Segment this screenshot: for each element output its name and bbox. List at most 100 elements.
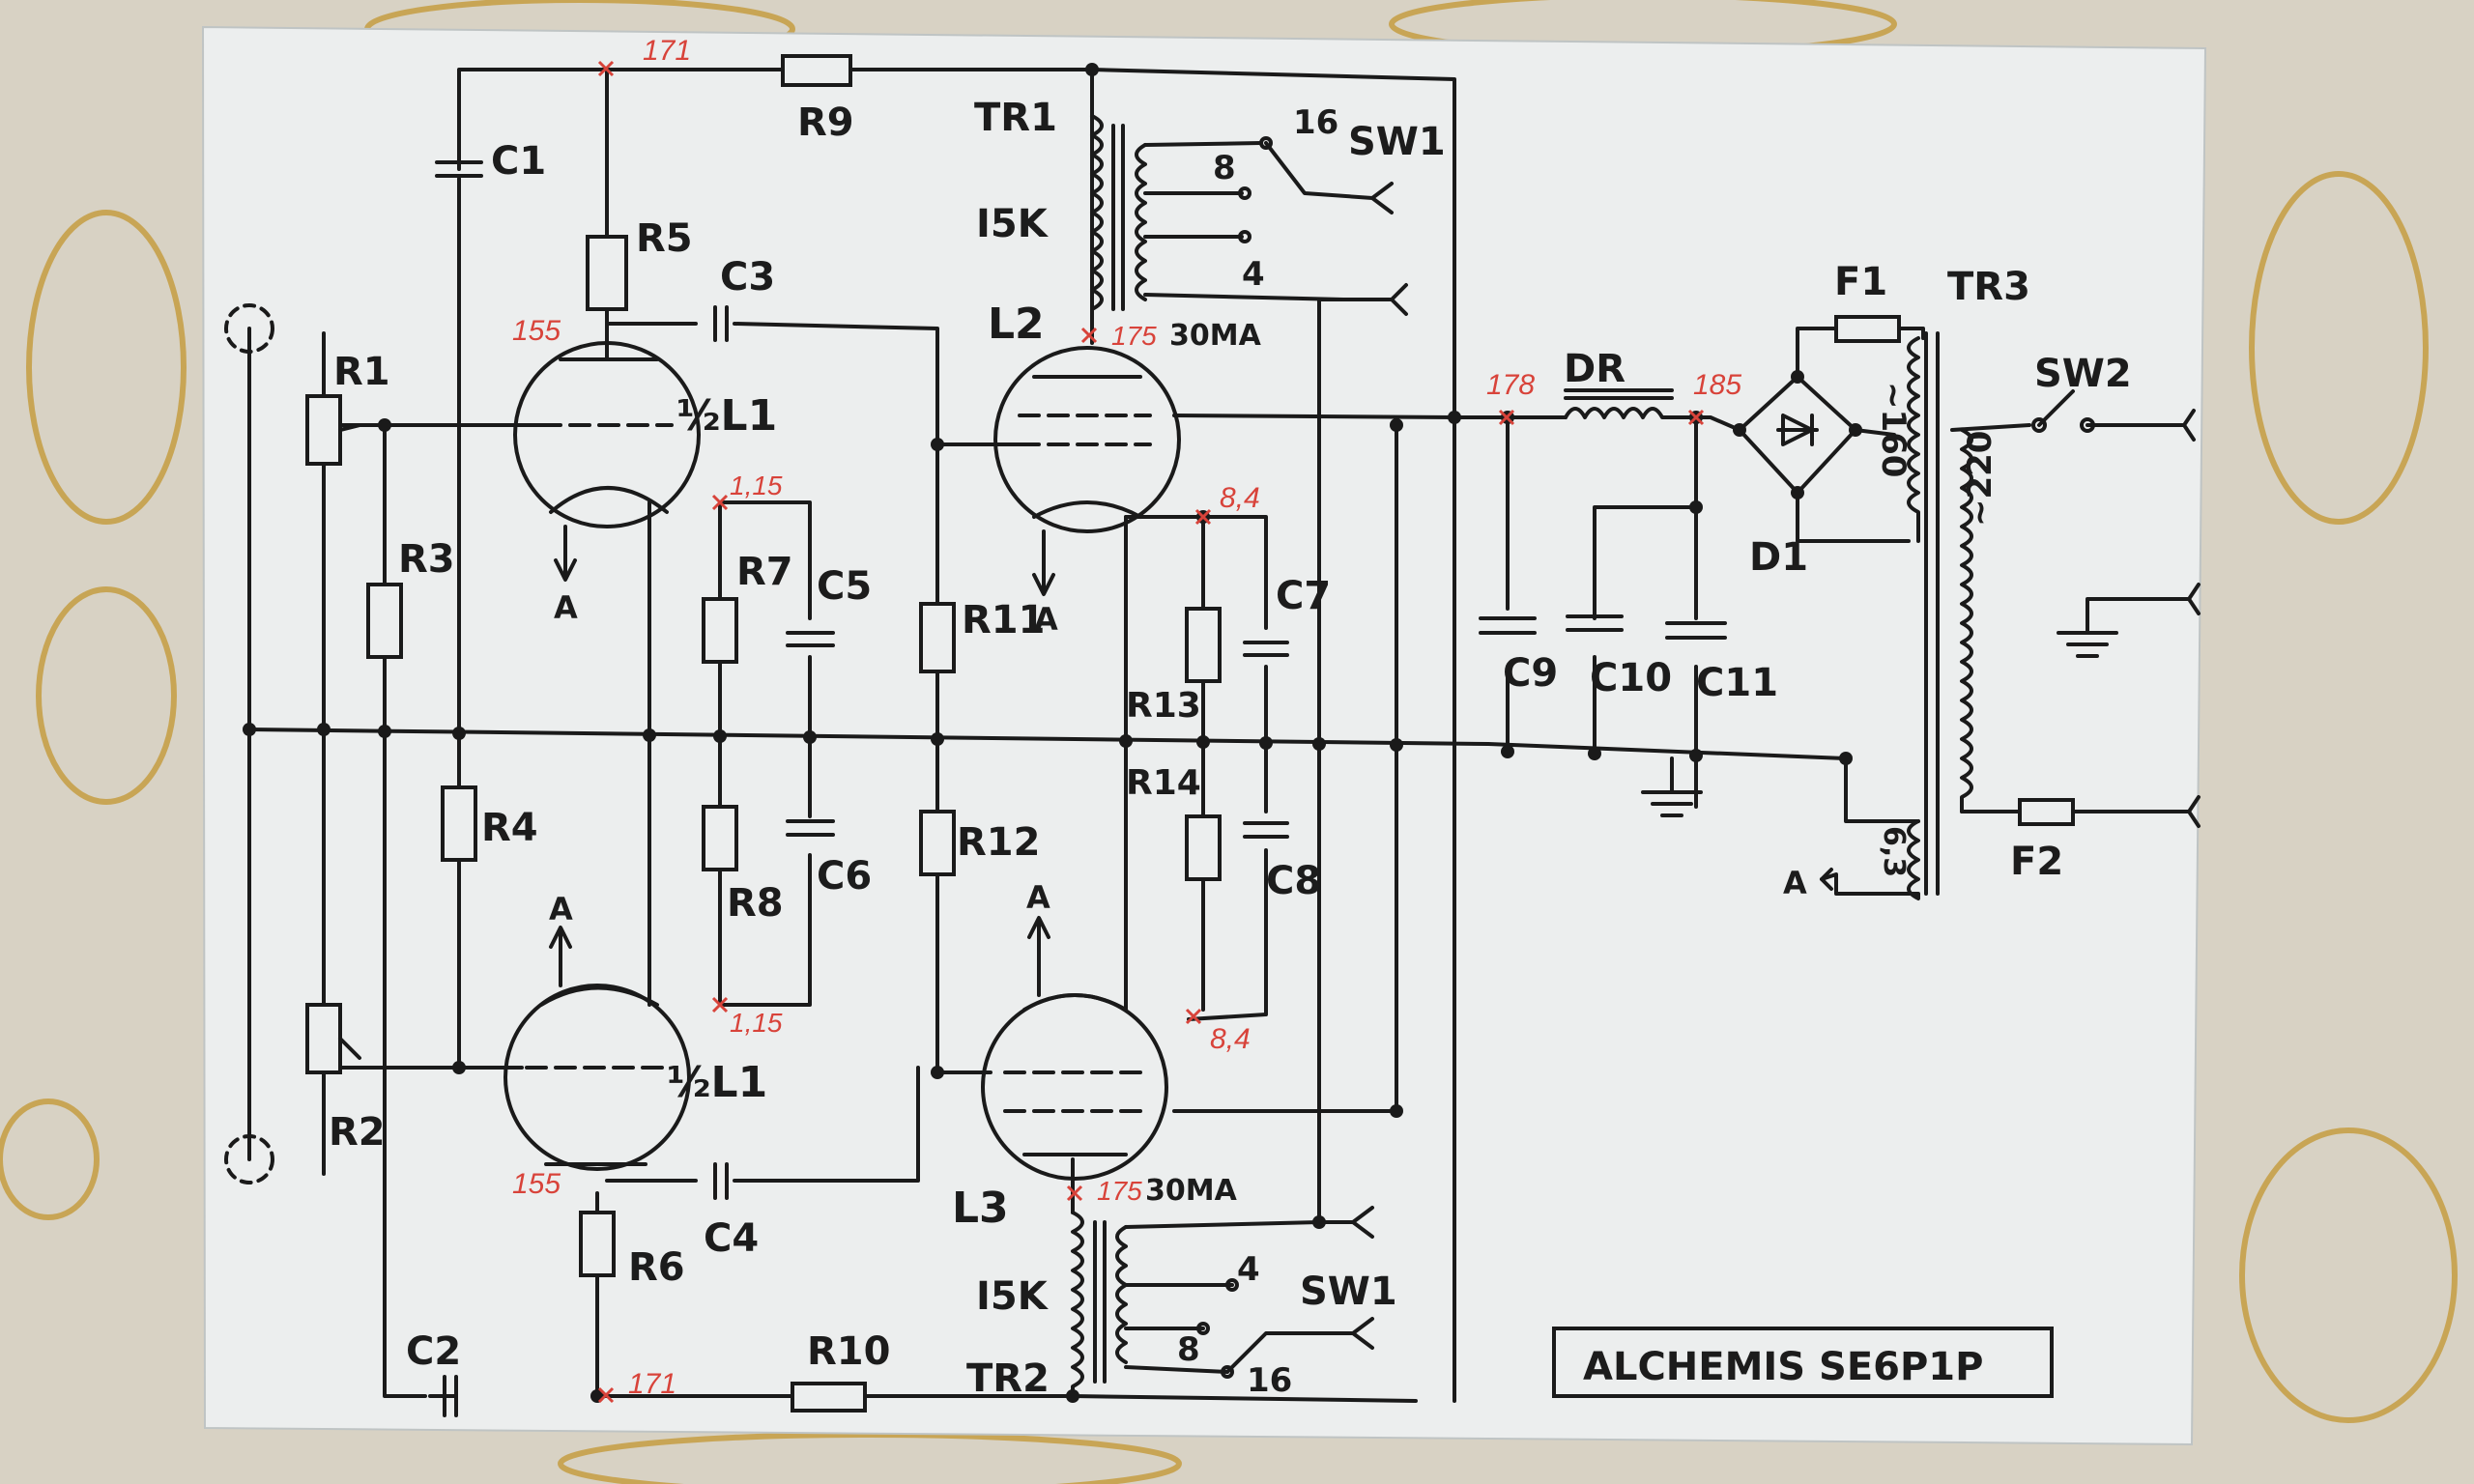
label-c6: C6 xyxy=(817,854,872,899)
fuse-f1 xyxy=(1834,315,1901,343)
tr3-primary: ~220 xyxy=(1961,431,1999,527)
choke-dr xyxy=(1564,388,1674,419)
heater-a-1: A xyxy=(554,589,578,626)
capacitors xyxy=(435,160,1727,1417)
voltage-171-top: 171 xyxy=(643,35,691,67)
label-c3: C3 xyxy=(720,255,775,300)
tr2-impedance: I5K xyxy=(976,1274,1050,1319)
label-sw1-bottom: SW1 xyxy=(1300,1270,1397,1314)
label-r7: R7 xyxy=(736,550,793,594)
input-jack-bottom[interactable] xyxy=(224,1134,274,1184)
voltage-84-top: 8,4 xyxy=(1220,482,1260,514)
tr3-heater: 6,3 xyxy=(1877,826,1911,877)
capacitor-c4 xyxy=(713,1162,729,1200)
switch-sw1-bottom xyxy=(1196,1206,1374,1379)
resistor-r1 xyxy=(305,394,342,466)
capacitor-c11 xyxy=(1665,621,1727,640)
tr1-impedance: I5K xyxy=(976,202,1050,246)
transformer-labels: I5K I5K 16 8 4 4 8 16 ~160 ~220 6,3 30MA… xyxy=(976,103,1999,1400)
label-r14: R14 xyxy=(1126,763,1201,803)
label-l1b: ½L1 xyxy=(667,1058,767,1107)
fuse-f2 xyxy=(2018,798,2075,826)
ground-symbol-psu xyxy=(1641,756,1703,817)
label-c4: C4 xyxy=(704,1216,759,1261)
label-r4: R4 xyxy=(481,806,538,850)
tube-l1b xyxy=(503,926,691,1171)
resistor-r7 xyxy=(702,597,738,664)
current-l2: 30MA xyxy=(1169,319,1262,353)
transformer-tr3 xyxy=(1820,331,1973,900)
resistor-r13 xyxy=(1185,607,1222,683)
label-r8: R8 xyxy=(727,881,784,926)
label-r1: R1 xyxy=(333,350,390,394)
label-r9: R9 xyxy=(797,100,854,145)
ground-symbol-chassis xyxy=(2057,631,2118,658)
voltage-178: 178 xyxy=(1486,369,1535,401)
input-jack-top[interactable] xyxy=(224,303,274,354)
label-r2: R2 xyxy=(329,1110,386,1155)
label-l2: L2 xyxy=(988,300,1045,349)
label-l3: L3 xyxy=(952,1184,1009,1233)
capacitor-c5 xyxy=(786,631,835,647)
label-r12: R12 xyxy=(957,820,1040,865)
label-c10: C10 xyxy=(1590,656,1672,700)
resistor-r10 xyxy=(791,1382,867,1413)
resistor-r8 xyxy=(702,805,738,871)
label-f2: F2 xyxy=(2010,840,2063,884)
switch-sw2 xyxy=(2031,389,2201,828)
capacitor-c9 xyxy=(1479,616,1537,635)
label-tr1: TR1 xyxy=(974,96,1057,140)
resistor-r5 xyxy=(586,235,628,311)
wiring xyxy=(247,68,2191,1403)
diode-d1 xyxy=(1776,414,1819,446)
component-labels: R1 R2 R3 R4 R5 R6 R7 R8 R9 R10 R11 R12 R… xyxy=(329,96,2132,1401)
tube-l3 xyxy=(981,916,1168,1181)
tap-16-top: 16 xyxy=(1293,103,1338,142)
label-c8: C8 xyxy=(1266,859,1321,903)
capacitor-c10 xyxy=(1566,614,1624,632)
tr3-secondary: ~160 xyxy=(1874,382,1913,477)
capacitor-c7 xyxy=(1243,641,1289,657)
label-c1: C1 xyxy=(491,139,546,184)
transformer-tr1 xyxy=(1090,114,1345,330)
label-r3: R3 xyxy=(398,537,455,582)
capacitor-c3 xyxy=(713,305,729,342)
capacitor-c8 xyxy=(1243,821,1289,839)
heater-a-4: A xyxy=(1026,879,1050,916)
voltage-155-top: 155 xyxy=(512,315,561,347)
label-c5: C5 xyxy=(817,564,872,609)
label-dr: DR xyxy=(1564,347,1625,391)
tube-l1a xyxy=(513,341,701,582)
switch-sw1-top xyxy=(1238,136,1408,316)
tap-8-bottom: 8 xyxy=(1177,1330,1200,1369)
voltage-115-top: 1,15 xyxy=(730,471,783,500)
label-r10: R10 xyxy=(807,1329,890,1374)
label-l1a: ½L1 xyxy=(676,391,777,441)
label-sw2: SW2 xyxy=(2034,352,2132,396)
voltage-185: 185 xyxy=(1693,369,1741,401)
voltage-155-bottom: 155 xyxy=(512,1168,561,1200)
label-c11: C11 xyxy=(1696,661,1778,705)
label-r11: R11 xyxy=(962,598,1045,642)
tap-4-bottom: 4 xyxy=(1237,1250,1260,1289)
potentiometer-wipers xyxy=(338,423,361,1060)
label-c2: C2 xyxy=(406,1329,461,1374)
resistor-r3 xyxy=(366,583,403,659)
label-r6: R6 xyxy=(628,1245,685,1290)
title-block: ALCHEMIS SE6P1P xyxy=(1552,1327,2054,1398)
capacitor-c1 xyxy=(435,160,483,178)
heater-a-2: A xyxy=(549,891,573,928)
voltage-84-bottom: 8,4 xyxy=(1210,1023,1251,1055)
label-tr2: TR2 xyxy=(966,1356,1050,1401)
label-c9: C9 xyxy=(1503,651,1558,696)
heater-labels: A A A A A xyxy=(549,589,1807,928)
current-l3: 30MA xyxy=(1145,1174,1238,1208)
resistor-r9 xyxy=(781,54,852,87)
tap-16-bottom: 16 xyxy=(1247,1361,1292,1400)
capacitor-c6 xyxy=(786,819,835,837)
resistor-r11 xyxy=(919,602,956,673)
label-r5: R5 xyxy=(636,216,693,261)
resistor-r4 xyxy=(441,785,477,862)
voltage-171-bottom: 171 xyxy=(628,1368,676,1400)
